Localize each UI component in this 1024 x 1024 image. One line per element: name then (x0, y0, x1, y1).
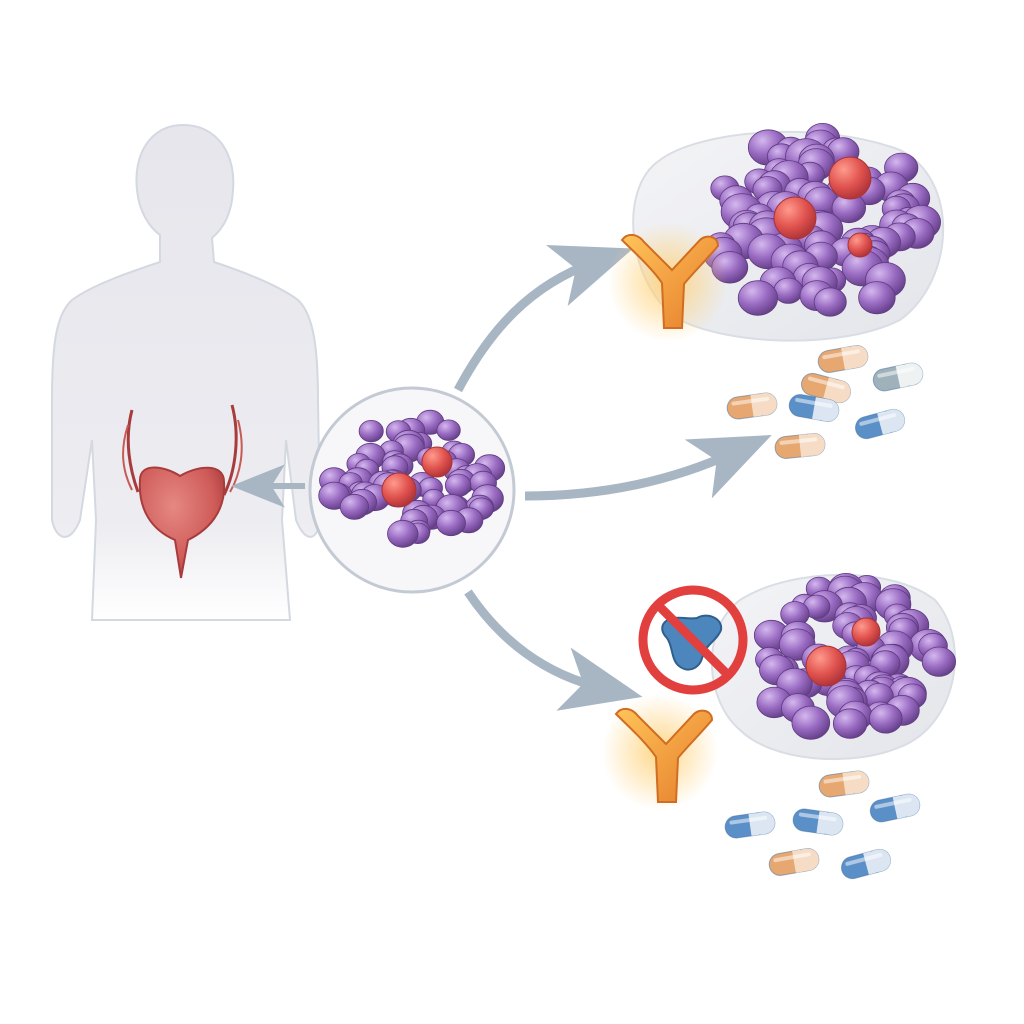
purple-cell (868, 703, 903, 734)
purple-cell (921, 646, 957, 677)
purple-cell (791, 705, 831, 740)
bottom-panel (602, 572, 957, 810)
cell-cluster-icon (318, 409, 506, 548)
purple-cell (387, 519, 419, 548)
top-panel (608, 123, 945, 342)
arrow-to-pills (524, 435, 772, 501)
red-cell (851, 617, 881, 647)
purple-cell (436, 509, 466, 537)
pill-icon (872, 362, 924, 392)
organ-icon (122, 404, 243, 579)
cell-cluster-icon (753, 572, 957, 740)
antibody-icon (614, 708, 714, 803)
purple-cell (444, 473, 472, 498)
pill-icon (792, 808, 844, 836)
purple-cell (436, 419, 461, 441)
purple-cell (832, 708, 868, 739)
purple-cell (737, 280, 779, 316)
pill-icon (724, 811, 776, 839)
pill-icon (726, 392, 778, 420)
pill-group (726, 345, 924, 459)
red-cell (828, 156, 872, 200)
pill-icon (840, 848, 892, 880)
pill-icon (817, 345, 869, 373)
pill-icon (800, 372, 852, 404)
red-cell (773, 196, 817, 240)
purple-cell (858, 281, 896, 315)
arrow-to-blocked (464, 589, 643, 711)
pill-icon (788, 394, 840, 422)
pill-group (724, 770, 921, 880)
pill-icon (818, 770, 870, 798)
pill-icon (854, 408, 906, 440)
purple-cell (339, 493, 369, 520)
pill-icon (869, 793, 921, 823)
red-cell (847, 232, 873, 258)
purple-cell (773, 277, 804, 304)
purple-cell (358, 419, 384, 443)
pill-icon (774, 433, 826, 459)
red-cell (381, 472, 417, 508)
cell-cluster-icon (703, 123, 941, 317)
antibody-icon (620, 234, 720, 329)
arrow-to-antibody (454, 244, 634, 393)
pill-icon (768, 848, 820, 876)
prohibition-icon (638, 585, 748, 695)
purple-cell (813, 287, 847, 317)
central-circle (308, 386, 516, 594)
red-cell (421, 446, 453, 478)
red-cell (805, 645, 847, 687)
